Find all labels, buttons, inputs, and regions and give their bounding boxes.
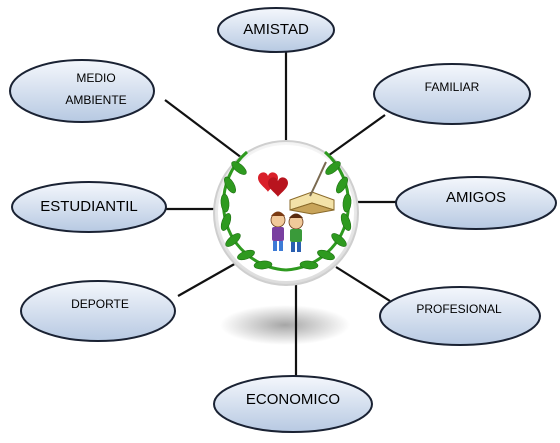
- node-deporte-label: DEPORTE: [71, 297, 129, 311]
- center-shadow: [220, 305, 350, 345]
- node-economico: ECONOMICO: [213, 375, 373, 433]
- node-estudiantil: ESTUDIANTIL: [11, 181, 167, 233]
- node-profesional-label: PROFESIONAL: [416, 302, 502, 316]
- node-amigos: AMIGOS: [395, 176, 557, 230]
- node-deporte: DEPORTE: [20, 280, 176, 342]
- laurel-wreath-icon: [220, 150, 352, 272]
- node-medio-label-line1: MEDIO: [76, 71, 115, 85]
- connector-profesional: [335, 266, 391, 302]
- connector-deporte: [177, 261, 239, 297]
- center-emblem: [213, 140, 359, 286]
- children-icon: [270, 211, 304, 252]
- connector-familiar: [324, 114, 386, 159]
- node-medio-ambiente: MEDIO AMBIENTE: [9, 59, 155, 123]
- node-amigos-label: AMIGOS: [446, 189, 506, 206]
- node-economico-label: ECONOMICO: [246, 391, 340, 408]
- node-estudiantil-label: ESTUDIANTIL: [40, 198, 138, 215]
- node-profesional: PROFESIONAL: [379, 286, 541, 346]
- book-icon: [289, 161, 335, 215]
- connectors: [164, 50, 398, 381]
- hearts-icon: [258, 172, 288, 197]
- node-amistad: AMISTAD: [217, 7, 335, 53]
- node-medio-label-line2: AMBIENTE: [65, 93, 126, 107]
- connector-medio-ambiente: [164, 99, 243, 159]
- node-amistad-label: AMISTAD: [243, 21, 309, 38]
- node-familiar-label: FAMILIAR: [425, 80, 480, 94]
- node-familiar: FAMILIAR: [373, 63, 531, 125]
